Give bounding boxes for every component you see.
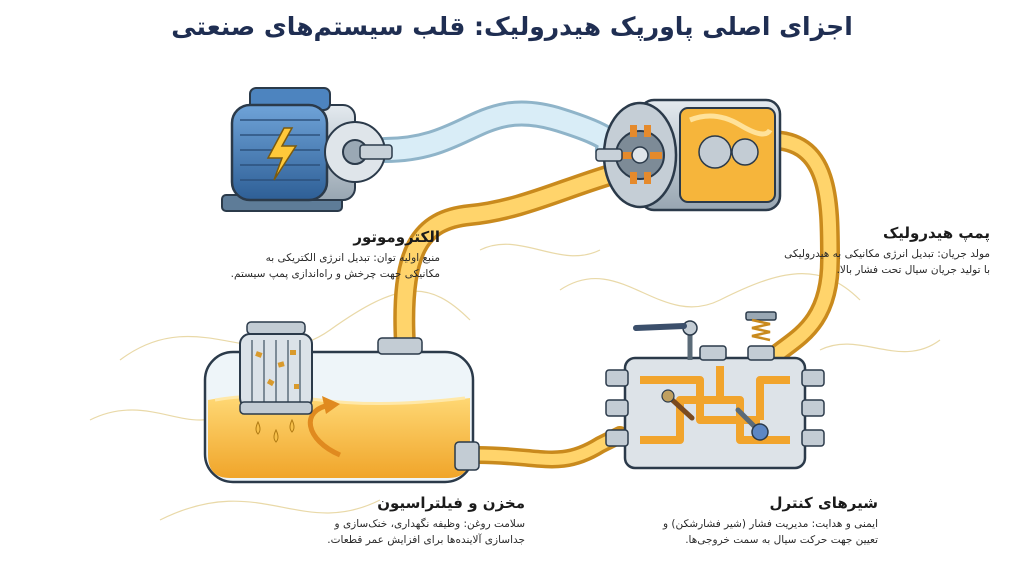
pump-description-line-1: مولد جریان: تبدیل انرژی مکانیکی به هیدرو…	[784, 248, 990, 260]
motor-label: الکتروموتور منبع اولیه توان: تبدیل انرژی…	[195, 228, 440, 282]
tank-description-line-2: جداسازی آلاینده‌ها برای افزایش عمر قطعات…	[327, 534, 525, 546]
motor-description-line-1: منبع اولیه توان: تبدیل انرژی الکتریکی به	[265, 252, 440, 264]
motor-title: الکتروموتور	[353, 228, 440, 246]
tank-description-line-1: سلامت روغن: وظیفه نگهداری، خنک‌سازی و	[334, 518, 525, 530]
valves-description-line-1: ایمنی و هدایت: مدیریت فشار (شیر فشارشکن)…	[662, 518, 878, 530]
hydraulic-pump-illustration	[595, 98, 782, 212]
page-title: اجزای اصلی پاورپک هیدرولیک: قلب سیستم‌ها…	[171, 12, 853, 41]
lightning-icon	[266, 127, 298, 181]
valves-title: شیرهای کنترل	[769, 494, 878, 512]
flow-wave-lines	[89, 243, 941, 521]
pump-title: پمپ هیدرولیک	[882, 224, 990, 242]
pump-description-line-2: با تولید جریان سیال تحت فشار بالا.	[836, 264, 990, 276]
valves-label: شیرهای کنترل ایمنی و هدایت: مدیریت فشار …	[578, 494, 878, 548]
valves-description-line-2: تعیین جهت حرکت سیال به سمت خروجی‌ها.	[685, 534, 878, 546]
motor-description-line-2: مکانیکی جهت چرخش و راه‌اندازی پمپ سیستم.	[230, 268, 440, 280]
electric-motor-illustration	[221, 87, 393, 212]
pump-label: پمپ هیدرولیک مولد جریان: تبدیل انرژی مکا…	[700, 224, 990, 278]
tank-label: مخزن و فیلتراسیون سلامت روغن: وظیفه نگهد…	[235, 494, 525, 548]
control-valve-block-illustration	[605, 311, 825, 470]
reservoir-tank-illustration	[203, 321, 480, 484]
filter-cartridge	[239, 321, 313, 443]
tank-title: مخزن و فیلتراسیون	[377, 494, 525, 512]
